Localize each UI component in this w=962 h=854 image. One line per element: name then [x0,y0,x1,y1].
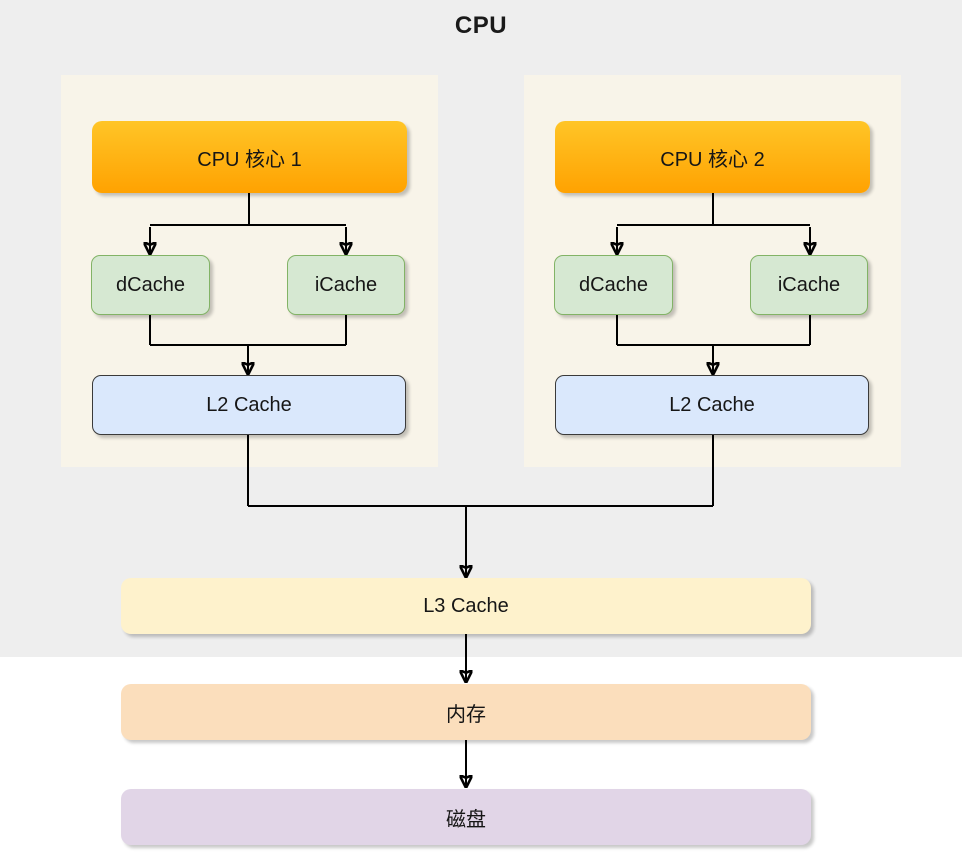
core1-icache-node: iCache [287,255,405,315]
core1-dcache-node: dCache [91,255,210,315]
core1-node: CPU 核心 1 [92,121,407,193]
cpu-container: CPU CPU 核心 1 dCache iCache L2 Cache CPU … [0,0,962,657]
disk-node: 磁盘 [121,789,811,845]
core-group-1: CPU 核心 1 dCache iCache L2 Cache [61,75,438,467]
cpu-title: CPU [454,12,508,39]
core-group-2: CPU 核心 2 dCache iCache L2 Cache [524,75,901,467]
memory-node: 内存 [121,684,811,740]
core2-node: CPU 核心 2 [555,121,870,193]
l3-cache-node: L3 Cache [121,578,811,634]
core2-dcache-node: dCache [554,255,673,315]
core1-l2-node: L2 Cache [92,375,406,435]
core2-l2-node: L2 Cache [555,375,869,435]
core2-icache-node: iCache [750,255,868,315]
